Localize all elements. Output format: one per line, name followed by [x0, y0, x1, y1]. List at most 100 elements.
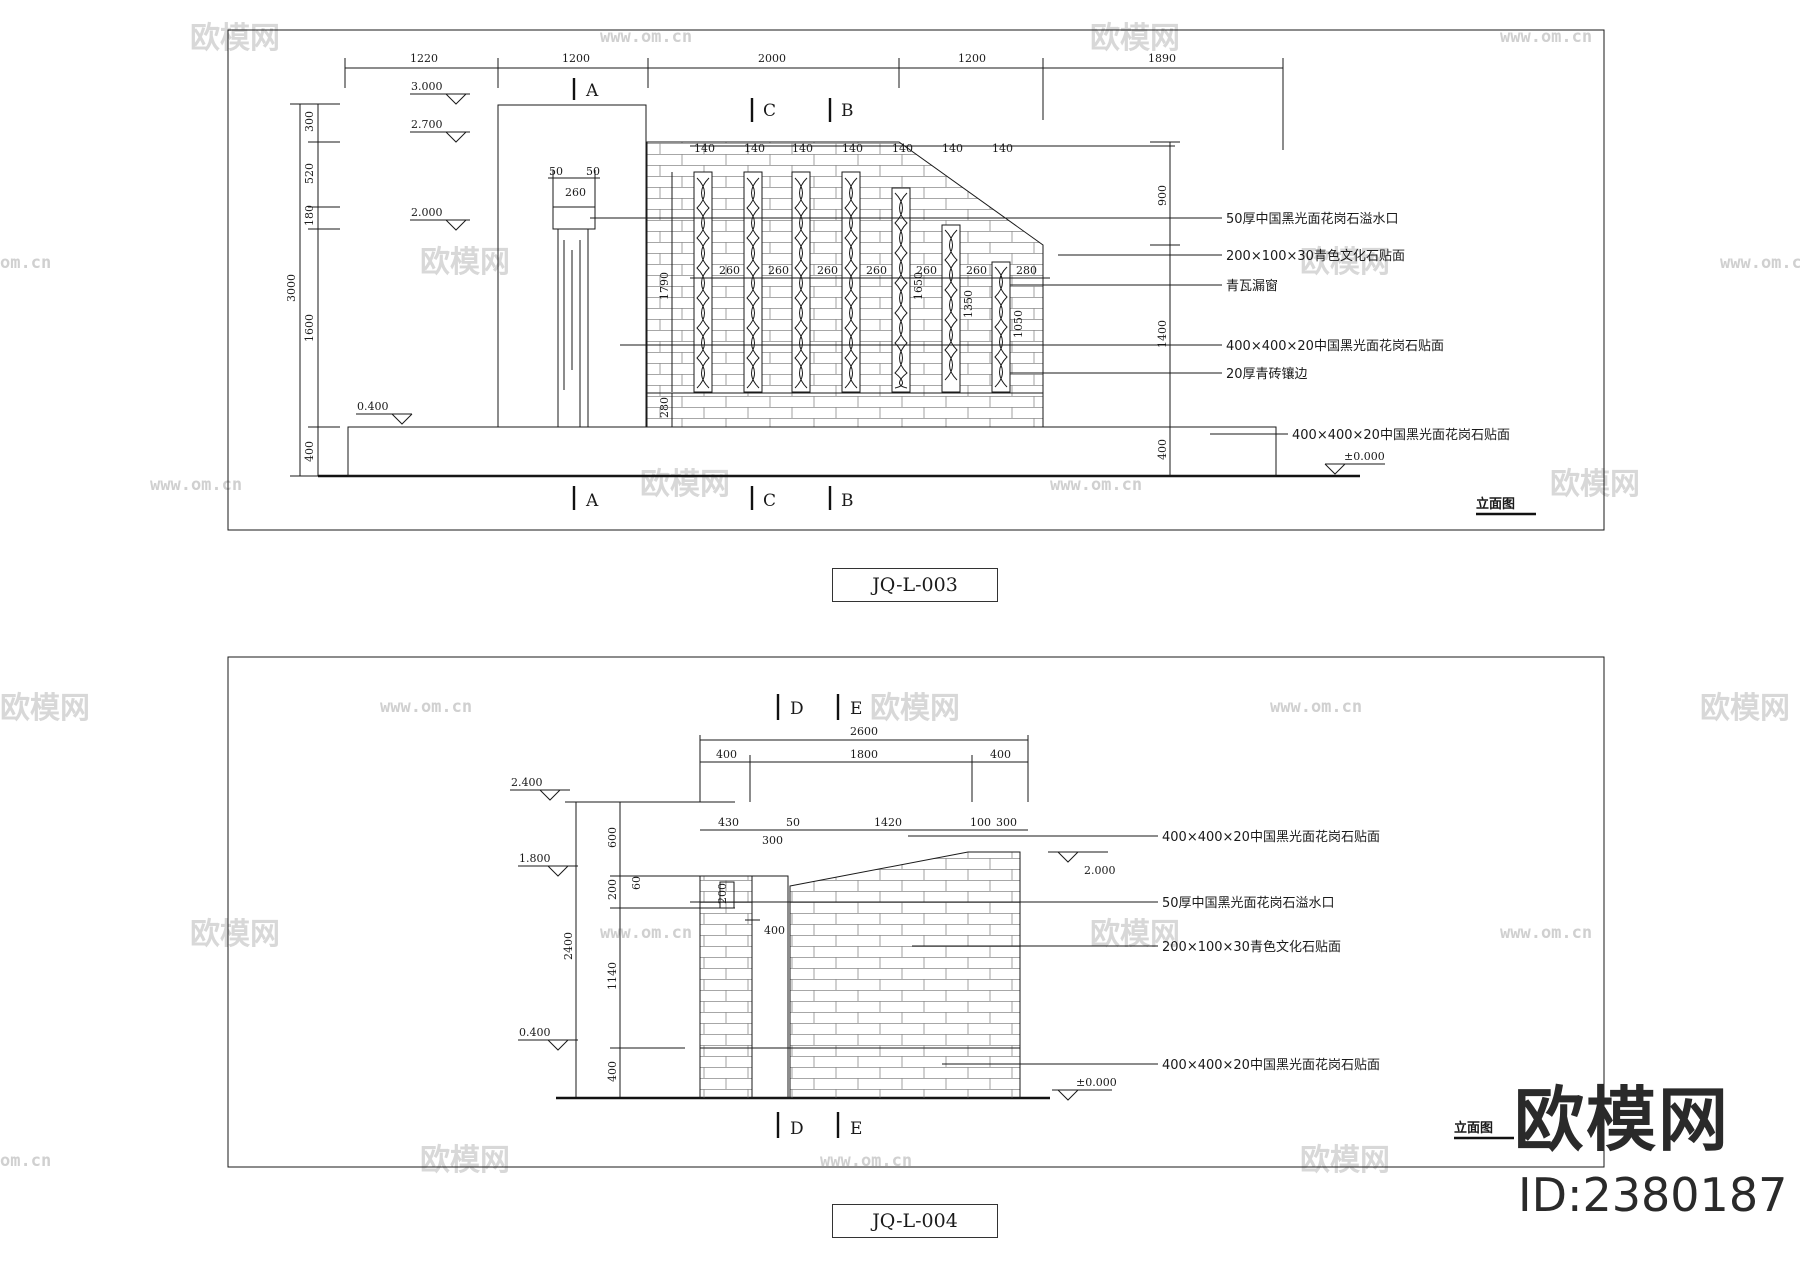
dim-slot: 140	[694, 142, 715, 155]
svg-text:www.om.cn: www.om.cn	[1270, 697, 1362, 717]
dim-v: 1050	[1012, 310, 1025, 338]
top-dimension-chain: 2600 400 1800 400 430 50 1420 100 300 30…	[699, 725, 1029, 847]
callout-label: 50厚中国黑光面花岗石溢水口	[1162, 895, 1335, 911]
level-mark: 2.000	[1084, 864, 1116, 877]
level-mark: 0.400	[519, 1026, 551, 1039]
lattice-window	[891, 187, 911, 393]
level-mark: 3.000	[411, 80, 443, 93]
overflow-spout	[552, 206, 596, 230]
dim: 400	[764, 924, 785, 937]
dim-left: 200	[606, 879, 619, 900]
dim-top: 1890	[1148, 52, 1176, 65]
pillar	[497, 104, 647, 428]
dim-top: 400	[990, 748, 1011, 761]
dim-gap: 260	[966, 264, 987, 277]
svg-text:www.om.cn: www.om.cn	[600, 923, 692, 943]
svg-text:欧模网: 欧模网	[420, 245, 510, 280]
callout-label: 50厚中国黑光面花岗石溢水口	[1226, 211, 1399, 227]
dim: 200	[716, 883, 729, 904]
callout-label: 200×100×30青色文化石贴面	[1226, 248, 1405, 264]
svg-text:欧模网: 欧模网	[1700, 691, 1790, 726]
lattice-window	[941, 224, 961, 393]
dim-right: 1400	[1156, 320, 1169, 348]
svg-text:欧模网: 欧模网	[190, 917, 280, 952]
level-mark: 2.700	[411, 118, 443, 131]
model-id: ID:2380187	[1518, 1168, 1788, 1222]
dim-v: 1790	[658, 272, 671, 300]
section-markers: A C B A C B	[572, 78, 854, 511]
svg-text:www.om.cn: www.om.cn	[1720, 253, 1800, 273]
svg-text:欧模网: 欧模网	[1300, 245, 1390, 280]
callout-label: 20厚青砖镶边	[1226, 366, 1308, 382]
svg-text:欧模网: 欧模网	[870, 691, 960, 726]
right-dimension-chain: 900 1400 400	[1150, 141, 1180, 476]
pillar	[751, 875, 789, 1099]
window-dimensions: 140 140 140 140 140 140 140 260 260 260 …	[658, 142, 1175, 427]
dim-top: 400	[716, 748, 737, 761]
dim-right: 900	[1156, 185, 1169, 206]
top-dimension-chain: 1220 1200 2000 1200 1890	[344, 52, 1284, 150]
dim: 50	[586, 165, 600, 178]
svg-text:www.om.cn: www.om.cn	[1050, 475, 1142, 495]
dim-total-height: 3000	[285, 274, 298, 302]
elevation-structure: 200 400	[556, 851, 1050, 1100]
section-mark: A	[585, 491, 599, 511]
dim-gap: 260	[768, 264, 789, 277]
brick-wall	[789, 851, 1021, 1099]
level-markers: 3.000 2.700 2.000 0.400 ±0.000	[356, 80, 1385, 475]
section-mark: C	[763, 101, 776, 121]
section-mark: E	[850, 699, 862, 719]
dim-left: 520	[303, 163, 316, 184]
dim-left: 600	[606, 827, 619, 848]
drawing-frame	[227, 29, 1605, 531]
dim-v: 1350	[962, 290, 975, 318]
dim-top: 1200	[562, 52, 590, 65]
lattice-windows	[693, 171, 1011, 393]
callout-label: 青瓦漏窗	[1226, 278, 1278, 294]
callout-label: 200×100×30青色文化石贴面	[1162, 939, 1341, 955]
svg-text:www.om.cn: www.om.cn	[820, 1151, 912, 1171]
dim-slot: 140	[792, 142, 813, 155]
dim-sub: 300	[996, 816, 1017, 829]
material-callouts: 400×400×20中国黑光面花岗石贴面 50厚中国黑光面花岗石溢水口 200×…	[690, 829, 1380, 1073]
brand-logo: 欧模网	[1514, 1079, 1730, 1161]
dim-top: 1200	[958, 52, 986, 65]
section-mark: A	[585, 81, 599, 101]
svg-text:欧模网: 欧模网	[1090, 21, 1180, 56]
lattice-window	[991, 261, 1011, 393]
dim-top: 2600	[850, 725, 878, 738]
pillar	[699, 875, 753, 1099]
dim: 50	[549, 165, 563, 178]
svg-text:www.om.cn: www.om.cn	[150, 475, 242, 495]
dim: 60	[630, 876, 643, 890]
dim-slot: 140	[744, 142, 765, 155]
base-plinth	[347, 426, 1277, 477]
callout-label: 400×400×20中国黑光面花岗石贴面	[1162, 1057, 1380, 1073]
base-plinth	[699, 1047, 1021, 1099]
dim-right: 400	[1156, 439, 1169, 460]
lattice-window	[791, 171, 811, 393]
dim-slot: 140	[992, 142, 1013, 155]
lattice-window	[693, 171, 713, 393]
dim-gap: 280	[1016, 264, 1037, 277]
dim-left: 1140	[606, 962, 619, 990]
dim-v: 1650	[912, 272, 925, 300]
lattice-window	[841, 171, 861, 393]
dim-slot: 140	[942, 142, 963, 155]
drawing-jq-l-004: 2600 400 1800 400 430 50 1420 100 300 30…	[227, 656, 1605, 1168]
callout-label: 400×400×20中国黑光面花岗石贴面	[1162, 829, 1380, 845]
dim-gap: 260	[817, 264, 838, 277]
svg-text:om.cn: om.cn	[0, 1151, 51, 1171]
callout-label: 400×400×20中国黑光面花岗石贴面	[1226, 338, 1444, 354]
drawing-frame	[227, 656, 1605, 1168]
elevation-title: 立面图	[1454, 1120, 1493, 1136]
section-mark: E	[850, 1119, 862, 1139]
callout-label: 400×400×20中国黑光面花岗石贴面	[1292, 427, 1510, 443]
level-mark: 2.400	[511, 776, 543, 789]
dim-total-height: 2400	[562, 932, 575, 960]
svg-text:欧模网: 欧模网	[640, 467, 730, 502]
material-callouts: 50厚中国黑光面花岗石溢水口 200×100×30青色文化石贴面 青瓦漏窗 40…	[590, 211, 1510, 443]
dim-gap: 260	[866, 264, 887, 277]
dim-left: 180	[303, 205, 316, 226]
dim-sub: 100	[970, 816, 991, 829]
